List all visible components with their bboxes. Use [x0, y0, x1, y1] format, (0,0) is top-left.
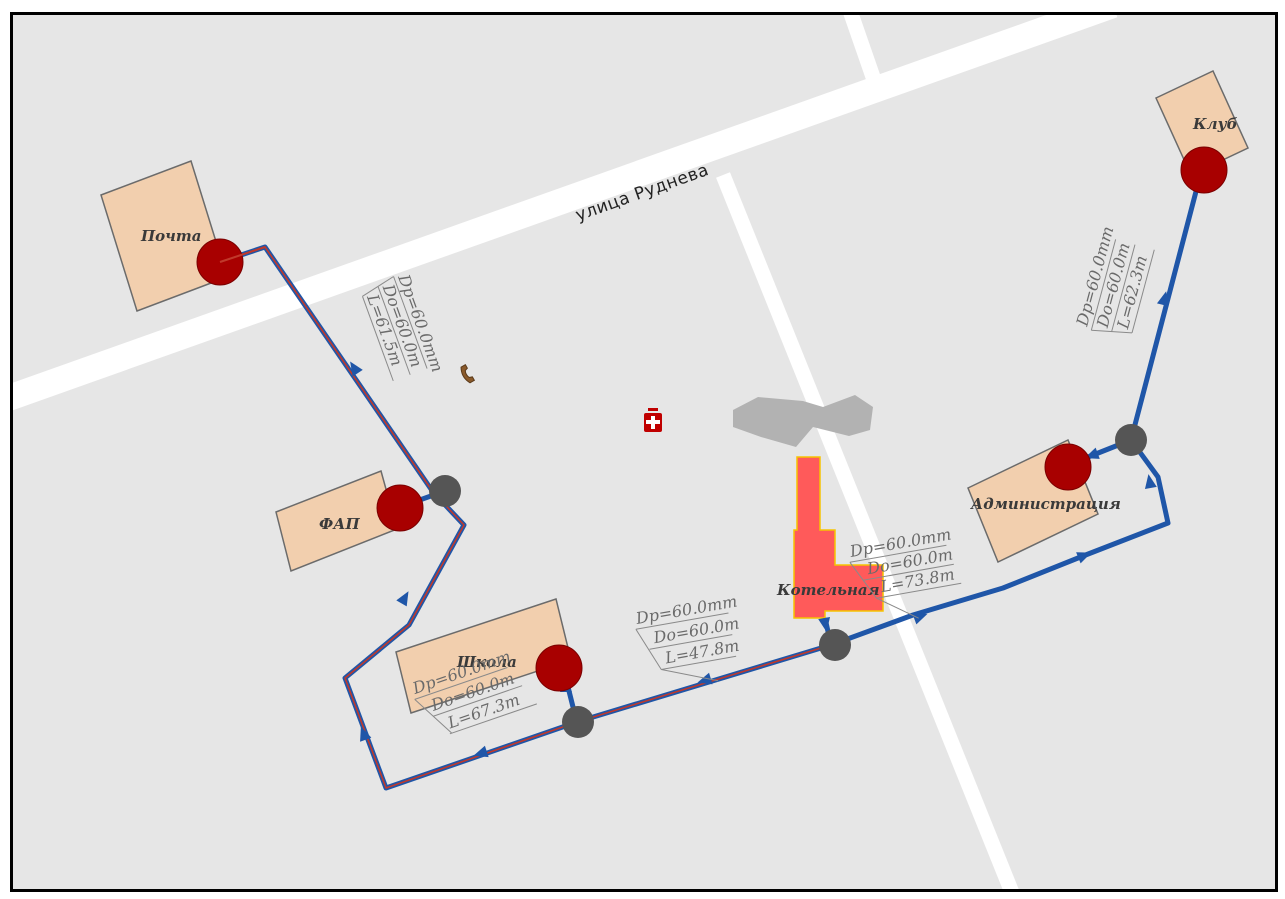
pipe-annotation-1[interactable]: Dp=60.0mm Do=60.0m L=61.5m [360, 270, 447, 387]
building-label-fap: ФАП [319, 515, 360, 533]
road-vertical [716, 172, 1019, 889]
building-label-pochta: Почта [140, 227, 202, 245]
flow-arrow [360, 726, 372, 742]
building-klub[interactable]: Клуб [1155, 69, 1249, 177]
consumer-node-klub[interactable] [1180, 146, 1228, 194]
junction-nodes [429, 424, 1147, 738]
map-canvas[interactable]: улица Руднева Почта ФАП Школа Администра… [13, 15, 1275, 889]
consumer-node-administratsiya[interactable] [1044, 443, 1092, 491]
map-viewport[interactable]: улица Руднева Почта ФАП Школа Администра… [10, 12, 1278, 892]
consumer-node-fap[interactable] [376, 484, 424, 532]
building-label-administratsiya: Администрация [970, 495, 1121, 513]
road-north-connector [843, 15, 881, 80]
pipe-annotation-4[interactable]: Dp=60.0mm Do=60.0m L=73.8m [846, 524, 965, 628]
road-rudneva [13, 15, 1118, 411]
building-pochta[interactable]: Почта [100, 160, 228, 312]
building-kotelnaya[interactable]: Котельная [776, 456, 884, 619]
pipe-line-west-core [222, 246, 832, 789]
junction-node[interactable] [1115, 424, 1147, 456]
roads [13, 15, 1118, 889]
junction-node[interactable] [562, 706, 594, 738]
flow-arrow [473, 745, 489, 758]
terrain-feature [733, 395, 873, 447]
junction-node[interactable] [819, 629, 851, 661]
junction-node[interactable] [429, 475, 461, 507]
consumer-nodes [196, 146, 1228, 692]
building-label-kotelnaya: Котельная [776, 581, 880, 599]
pipe-annotation-5[interactable]: Dp=60.0mm Do=60.0m L=62.3m [1072, 224, 1157, 340]
pharmacy-icon [644, 408, 662, 432]
flow-arrow [350, 361, 363, 377]
consumer-node-shkola[interactable] [535, 644, 583, 692]
flow-arrow [1076, 552, 1092, 564]
flow-arrow [396, 591, 409, 607]
phone-icon [460, 364, 476, 384]
building-fap[interactable]: ФАП [275, 469, 398, 573]
flow-arrow [1144, 474, 1157, 489]
pipe-stub-pochta [219, 246, 266, 263]
flow-arrow [1156, 291, 1169, 307]
pipe-annotation-3[interactable]: Dp=60.0mm Do=60.0m L=47.8m [632, 591, 750, 693]
building-label-klub: Клуб [1192, 115, 1238, 133]
building-label-shkola: Школа [456, 653, 517, 671]
flow-arrow [818, 617, 831, 632]
flow-arrow [912, 613, 928, 625]
